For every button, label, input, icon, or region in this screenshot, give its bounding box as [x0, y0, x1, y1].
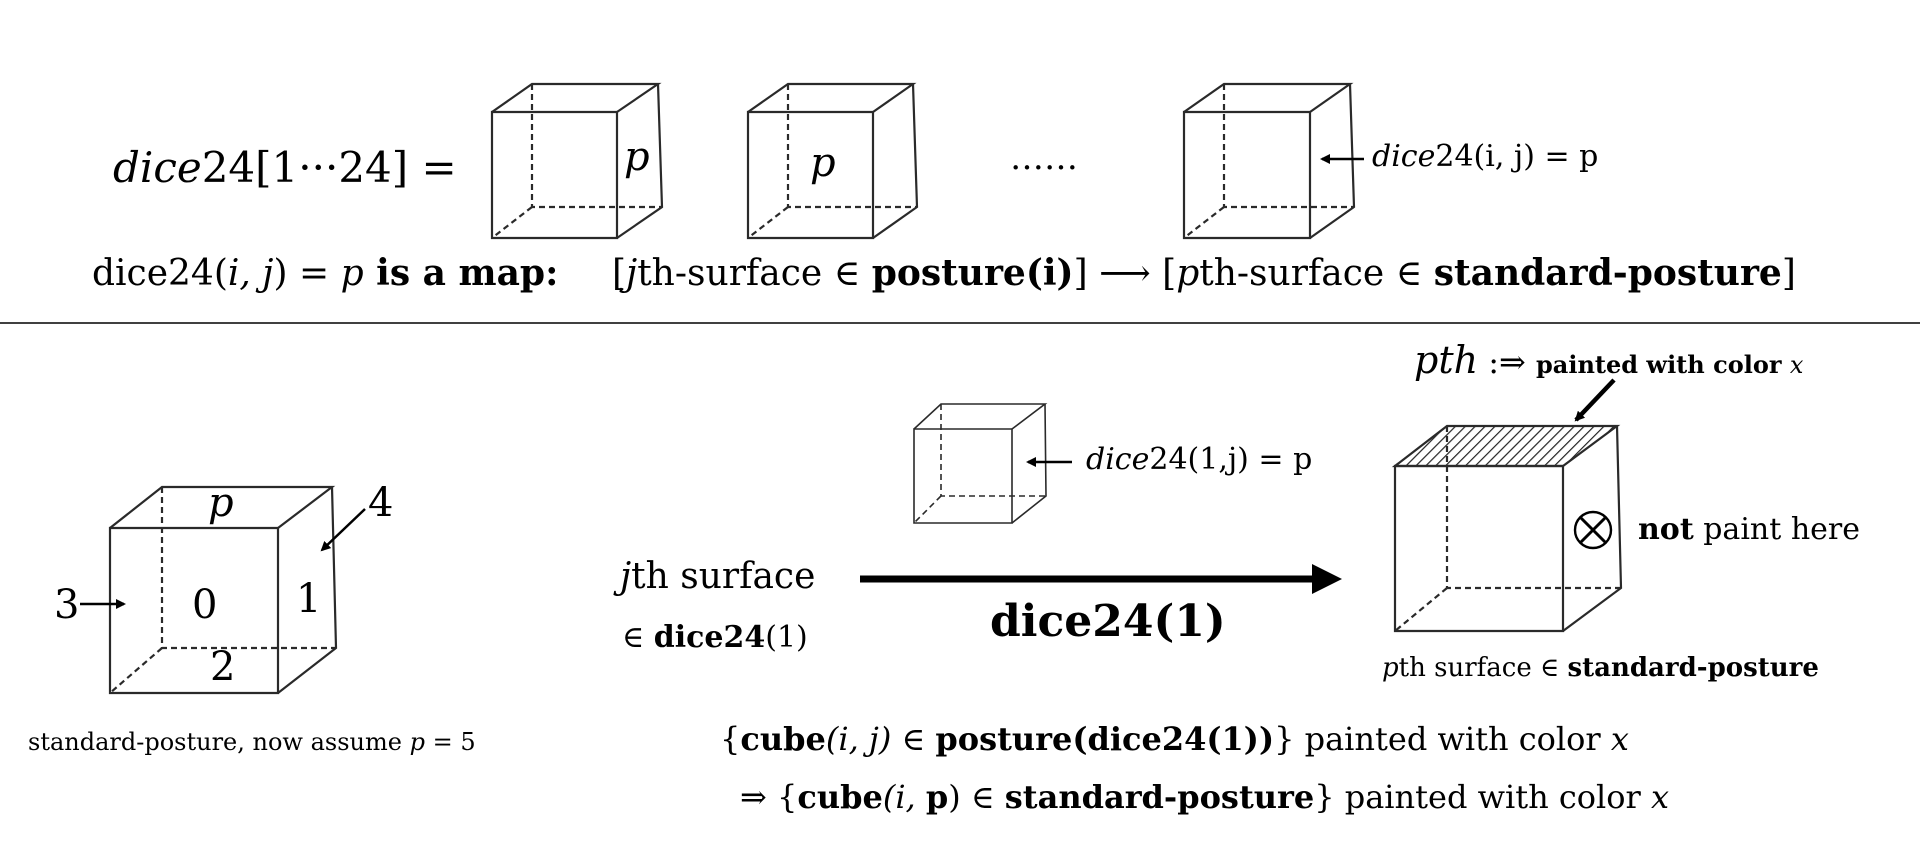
cube2-label: p	[810, 140, 836, 186]
big-arrow-label: dice24(1)	[990, 596, 1226, 647]
formula-line-2: ⇒ {cube(i, p) ∈ standard-posture} painte…	[740, 778, 1670, 816]
standard-cube	[108, 485, 338, 695]
ellipsis: ……	[1010, 138, 1078, 178]
std-bottom-label: 2	[210, 644, 236, 690]
in-dice24-label: ∈ dice24(1)	[622, 620, 808, 655]
map-definition: dice24(i, j) = p is a map:	[92, 252, 559, 294]
hatched-top-face	[1391, 424, 1621, 468]
array-name: dice	[113, 143, 202, 192]
jth-surface-label: jth surface	[620, 556, 816, 597]
array-num: 24	[201, 143, 256, 192]
std-front-label: 0	[192, 582, 218, 628]
std-top-label: p	[208, 480, 234, 526]
painted-cube	[1391, 424, 1623, 633]
array-range: [1···24] =	[255, 143, 457, 192]
std-right-label: 1	[296, 576, 322, 622]
small-middle-cube	[913, 403, 1048, 524]
circled-x-icon	[1573, 510, 1613, 550]
pth-paint-label: pth :⇒ painted with color x	[1414, 338, 1804, 382]
std-back-label: 4	[368, 480, 394, 526]
std-back-arrow	[320, 508, 366, 552]
formula-line-1: {cube(i, j) ∈ posture(dice24(1))} painte…	[720, 720, 1629, 758]
std-caption: standard-posture, now assume p = 5	[28, 728, 476, 756]
map-expression: [jth-surface ∈ posture(i)] ⟶ [pth-surfac…	[612, 252, 1796, 294]
top-cube-1	[490, 82, 664, 240]
top-cube-3	[1182, 82, 1356, 240]
array-definition: dice24[1···24] =	[113, 143, 457, 192]
cube3-arrow-label: dice24(i, j) = p	[1372, 139, 1599, 174]
big-arrow-head	[1312, 564, 1342, 594]
cube1-label: p	[624, 134, 650, 180]
top-cube-2	[746, 82, 919, 240]
small-cube-label: dice24(1,j) = p	[1086, 442, 1313, 477]
std-left-label: 3	[54, 582, 80, 628]
not-paint-label: not paint here	[1638, 512, 1860, 547]
pth-surface-caption: pth surface ∈ standard-posture	[1382, 653, 1819, 683]
paint-arrow	[1574, 378, 1616, 422]
map-arrow: ⟶	[1099, 253, 1151, 294]
